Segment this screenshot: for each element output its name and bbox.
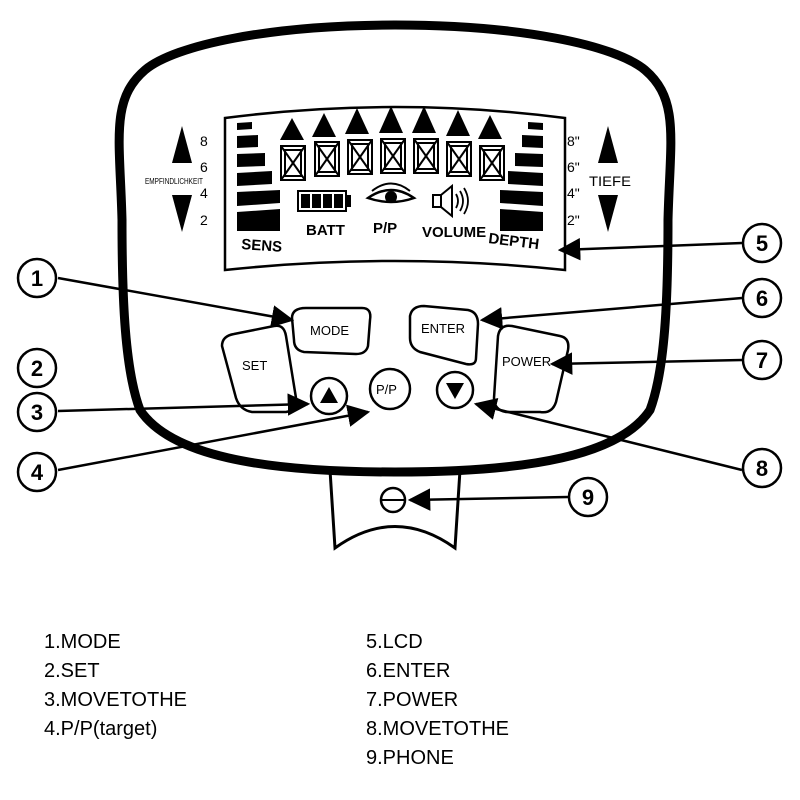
leader-6 xyxy=(479,296,743,330)
legend-item-5: 5.LCD xyxy=(366,631,423,653)
leader-7 xyxy=(549,352,743,375)
callout-7-label: 7 xyxy=(756,348,768,373)
legend-left-column: 1.MODE 2.SET 3.MOVETOTHE 4.P/P(target) xyxy=(44,628,187,744)
callout-3: 3 xyxy=(16,391,58,433)
lcd-label-depth: DEPTH xyxy=(488,230,541,253)
legend-item-2: 2.SET xyxy=(44,660,100,682)
headphone-jack[interactable] xyxy=(379,486,407,514)
callout-2: 2 xyxy=(16,347,58,389)
target-category-boxes xyxy=(280,138,505,181)
down-arrow-icon xyxy=(446,383,464,399)
set-button-label: SET xyxy=(242,358,267,373)
callout-5: 5 xyxy=(741,222,783,264)
callout-6-label: 6 xyxy=(756,286,768,311)
lcd-label-sens: SENS xyxy=(241,236,283,256)
callout-1-label: 1 xyxy=(31,266,43,291)
depth-scale-4: 4" xyxy=(567,185,580,201)
sens-scale-8: 8 xyxy=(200,133,208,149)
target-indicator-triangles xyxy=(280,106,502,140)
power-button[interactable]: POWER xyxy=(492,324,570,414)
callout-7: 7 xyxy=(741,339,783,381)
up-arrow-button[interactable] xyxy=(309,376,349,416)
enter-button-label: ENTER xyxy=(421,321,465,336)
legend-item-4: 4.P/P(target) xyxy=(44,718,158,740)
callout-8-label: 8 xyxy=(756,456,768,481)
depth-scale-6: 6" xyxy=(567,159,580,175)
leader-1 xyxy=(57,276,295,328)
callout-1: 1 xyxy=(16,257,58,299)
callout-8: 8 xyxy=(741,447,783,489)
depth-scale-8: 8" xyxy=(567,133,580,149)
lcd-label-batt: BATT xyxy=(306,222,345,239)
pp-button[interactable]: P/P xyxy=(368,367,412,411)
power-button-label: POWER xyxy=(502,354,551,369)
lcd-label-volume: VOLUME xyxy=(422,224,486,241)
leader-4 xyxy=(57,404,371,472)
battery-icon xyxy=(297,190,351,212)
callout-5-label: 5 xyxy=(756,231,768,256)
legend-item-6: 6.ENTER xyxy=(366,660,451,682)
callout-4: 4 xyxy=(16,451,58,493)
mode-button-label: MODE xyxy=(310,323,349,338)
legend-right-column: 5.LCD 6.ENTER 7.POWER 8.MOVETOTHE 9.PHON… xyxy=(366,628,509,773)
down-arrow-button[interactable] xyxy=(435,370,475,410)
lcd-screen: SENS BATT P/P VOLUME DEPTH xyxy=(223,105,567,272)
callout-4-label: 4 xyxy=(31,460,44,485)
legend-item-1: 1.MODE xyxy=(44,631,121,653)
sens-scale-6: 6 xyxy=(200,159,208,175)
callout-6: 6 xyxy=(741,277,783,319)
eye-icon xyxy=(365,182,417,204)
legend-item-7: 7.POWER xyxy=(366,689,459,711)
leader-8 xyxy=(473,397,743,472)
lcd-label-pp: P/P xyxy=(373,220,397,237)
callout-3-label: 3 xyxy=(31,400,43,425)
enter-button[interactable]: ENTER xyxy=(408,304,480,366)
depth-scale-2: 2" xyxy=(567,212,580,228)
callout-9: 9 xyxy=(567,476,609,518)
sens-scale-2: 2 xyxy=(200,212,208,228)
sens-bar-graph xyxy=(237,122,280,231)
legend-item-9: 9.PHONE xyxy=(366,747,454,769)
leader-9 xyxy=(407,488,569,511)
legend-item-3: 3.MOVETOTHE xyxy=(44,689,187,711)
mode-button[interactable]: MODE xyxy=(290,306,372,356)
pp-button-label: P/P xyxy=(376,382,397,397)
legend-item-8: 8.MOVETOTHE xyxy=(366,718,509,740)
leader-3 xyxy=(57,393,311,416)
sens-side-scale: EMPFINDLICHKEIT 8 6 4 2 xyxy=(145,126,208,232)
sens-scale-4: 4 xyxy=(200,185,208,201)
sens-side-label: EMPFINDLICHKEIT xyxy=(145,177,203,186)
callout-9-label: 9 xyxy=(582,485,594,510)
depth-side-scale: 8" 6" 4" 2" TIEFE xyxy=(567,126,631,232)
up-arrow-icon xyxy=(320,387,338,403)
leader-5 xyxy=(557,237,743,261)
leader-lines xyxy=(57,237,743,511)
callout-2-label: 2 xyxy=(31,356,43,381)
speaker-icon xyxy=(432,183,469,219)
depth-side-label: TIEFE xyxy=(589,173,631,189)
depth-bar-graph xyxy=(500,122,543,231)
